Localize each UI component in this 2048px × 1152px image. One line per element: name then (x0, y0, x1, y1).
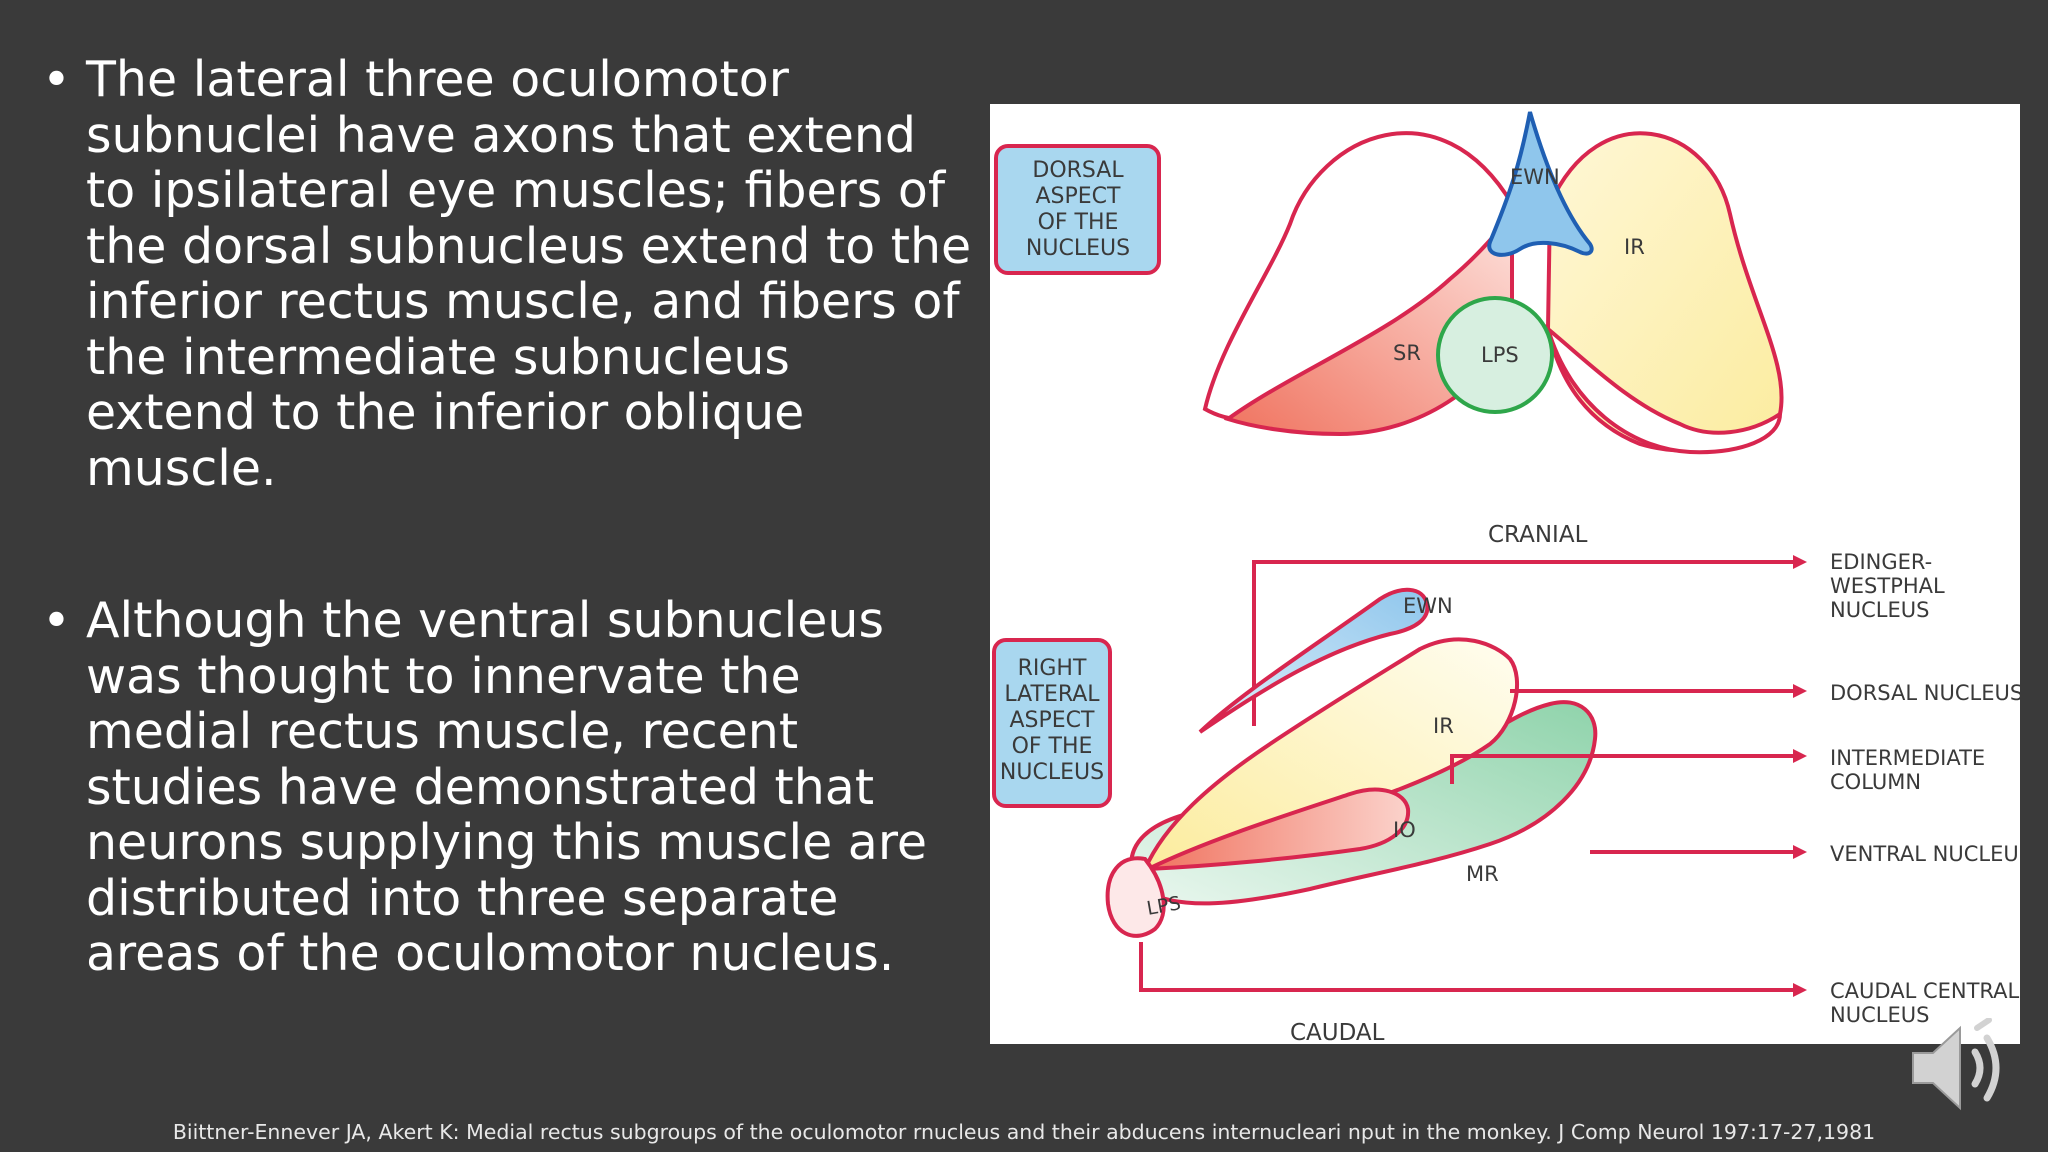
ew-label-line: EDINGER- (1830, 550, 1932, 574)
arrowhead (1793, 555, 1807, 569)
arrowhead (1793, 749, 1807, 763)
ewn-lateral-region (1198, 587, 1430, 734)
top-sr-label: SR (1393, 341, 1421, 365)
ewn-top-region (1487, 111, 1594, 257)
dorsal-nucleus-label: DORSAL NUCLEUS (1830, 681, 2020, 705)
lateral-box-line: NUCLEUS (1000, 760, 1104, 785)
top-lps-label: LPS (1481, 343, 1519, 367)
arrowhead (1793, 845, 1807, 859)
ventral-nucleus-label: VENTRAL NUCLEUS (1830, 842, 2020, 866)
arrowhead (1793, 684, 1807, 698)
right-nucleus-outline (1544, 323, 1783, 455)
dorsal-box-line: NUCLEUS (1026, 236, 1130, 261)
bullet-list: • The lateral three oculomotor subnuclei… (42, 52, 972, 982)
io-region (1147, 787, 1411, 871)
lateral-box-line: OF THE (1012, 734, 1093, 759)
lateral-box-line: ASPECT (1010, 708, 1096, 733)
dorsal-aspect-box: DORSAL ASPECT OF THE NUCLEUS (994, 144, 1161, 275)
dorsal-box-line: ASPECT (1036, 184, 1122, 209)
caudal-central-label-line: NUCLEUS (1830, 1003, 1929, 1027)
lateral-ir-label: IR (1433, 714, 1454, 738)
top-ir-label: IR (1624, 235, 1645, 259)
lateral-lps-label: LPS (1145, 892, 1182, 920)
speaker-icon[interactable] (1905, 1018, 2015, 1118)
lateral-mr-label: MR (1466, 862, 1499, 886)
nucleus-labels: EDINGER- WESTPHAL NUCLEUS DORSAL NUCLEUS… (1830, 550, 2020, 1027)
dorsal-view-diagram: EWN IR SR LPS (1202, 111, 1784, 455)
dorsal-box-line: OF THE (1038, 210, 1119, 235)
ew-label-line: WESTPHAL (1830, 574, 1945, 598)
lateral-aspect-box: RIGHT LATERAL ASPECT OF THE NUCLEUS (992, 638, 1112, 808)
bullet-text: The lateral three oculomotor subnuclei h… (86, 51, 972, 497)
dorsal-box-line: DORSAL (1032, 158, 1124, 183)
ewn-line (1252, 560, 1795, 726)
lateral-view-diagram: EWN IR IO MR LPS (1105, 555, 1807, 997)
lateral-box-line: RIGHT (1018, 656, 1087, 681)
caudal-central-label-line: CAUDAL CENTRAL (1830, 979, 2020, 1003)
caudal-label: CAUDAL (1290, 1020, 1385, 1044)
bullet-dot: • (42, 592, 71, 649)
intermediate-label-line: COLUMN (1830, 770, 1921, 794)
cranial-label: CRANIAL (1488, 522, 1588, 548)
citation-text: Biittner-Ennever JA, Akert K: Medial rec… (172, 1120, 1876, 1144)
lateral-io-label: IO (1393, 818, 1416, 842)
oculomotor-diagram: DORSAL ASPECT OF THE NUCLEUS EWN IR SR L… (990, 104, 2020, 1044)
caudal-central-line (1139, 942, 1795, 992)
intermediate-column-line (1450, 754, 1795, 784)
lateral-box-line: LATERAL (1004, 682, 1100, 707)
lps-lateral-region (1105, 856, 1166, 938)
diagram-svg: DORSAL ASPECT OF THE NUCLEUS EWN IR SR L… (992, 111, 2020, 1044)
ir-region (1545, 131, 1784, 453)
bullet-dot: • (42, 51, 71, 108)
top-ewn-label: EWN (1510, 165, 1560, 189)
lps-top-circle (1436, 296, 1554, 414)
intermediate-label-line: INTERMEDIATE (1830, 746, 1985, 770)
lateral-ewn-label: EWN (1403, 594, 1453, 618)
sr-region (1223, 208, 1514, 437)
arrowhead (1793, 983, 1807, 997)
bullet-item: • Although the ventral subnucleus was th… (42, 593, 972, 982)
bullet-item: • The lateral three oculomotor subnuclei… (42, 52, 972, 496)
bullet-text: Although the ventral subnucleus was thou… (86, 592, 928, 982)
ew-label-line: NUCLEUS (1830, 598, 1929, 622)
